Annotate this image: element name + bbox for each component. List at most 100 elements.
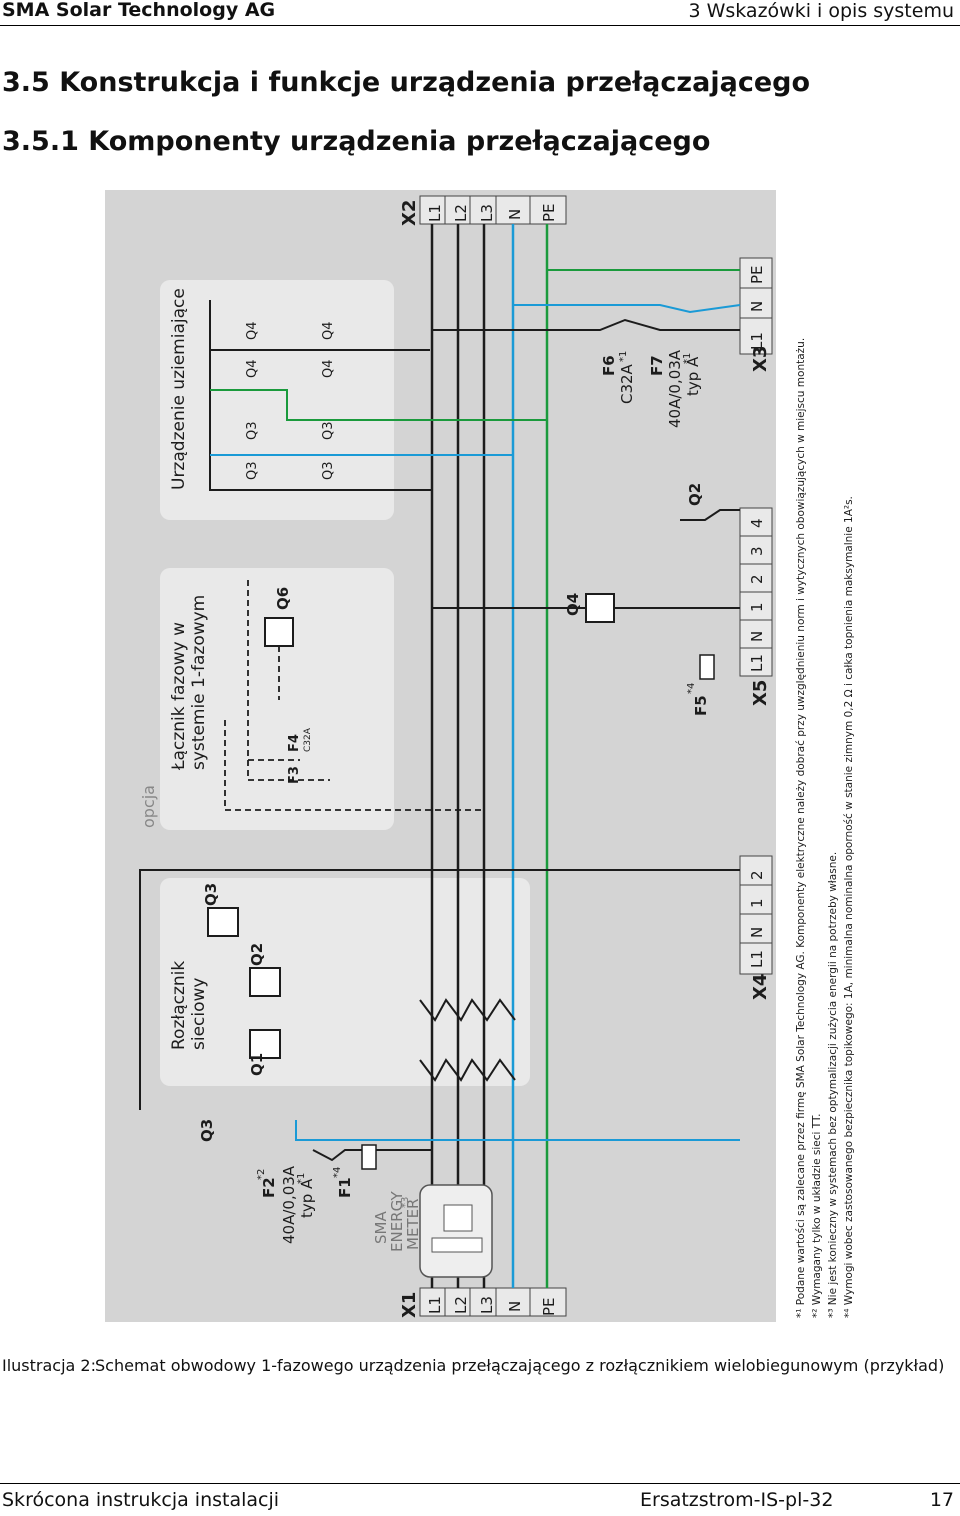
label-f2-type: typ A bbox=[298, 1178, 316, 1218]
label-q4-a: Q4 bbox=[245, 359, 260, 378]
label-x2-l1: L1 bbox=[426, 204, 444, 222]
label-grounding-box: Urządzenie uziemiające bbox=[169, 288, 189, 490]
terminal-block-x1 bbox=[419, 1287, 567, 1317]
header-rule bbox=[0, 25, 960, 26]
terminal-block-x4 bbox=[739, 855, 773, 975]
label-f2-rating: 40A/0,03A bbox=[280, 1165, 298, 1244]
label-x5-4: 4 bbox=[748, 518, 766, 528]
energy-meter bbox=[419, 1184, 493, 1278]
label-x4-n: N bbox=[748, 927, 766, 938]
label-x2-l2: L2 bbox=[452, 204, 470, 222]
label-q1-coil: Q1 bbox=[248, 1053, 266, 1076]
label-f6-rating: C32A bbox=[618, 363, 636, 404]
label-f7-rating: 40A/0,03A bbox=[666, 349, 684, 428]
label-x3-n: N bbox=[748, 301, 766, 312]
phase-switch-wiring bbox=[224, 580, 484, 811]
figure-caption-text: Schemat obwodowy 1-fazowego urządzenia p… bbox=[95, 1356, 945, 1375]
label-x1-l1: L1 bbox=[426, 1296, 444, 1314]
label-f1-note: *4 bbox=[332, 1167, 343, 1178]
label-f7: F7 bbox=[648, 355, 666, 376]
q2-coil bbox=[249, 967, 281, 997]
mains-contacts bbox=[419, 998, 516, 1022]
label-x2: X2 bbox=[399, 200, 420, 226]
label-f2: F2 bbox=[260, 1177, 278, 1198]
section-subtitle: 3.5.1 Komponenty urządzenia przełączając… bbox=[2, 126, 711, 157]
label-x4-2: 2 bbox=[748, 870, 766, 880]
label-q3-a: Q3 bbox=[245, 461, 260, 480]
label-meter-note: *3 bbox=[400, 1197, 411, 1208]
label-meter-meter: METER bbox=[404, 1199, 422, 1250]
label-f4-rating: C32A bbox=[303, 727, 313, 752]
terminal-block-x2 bbox=[419, 195, 567, 225]
label-x2-pe: PE bbox=[540, 203, 558, 222]
grounding-wiring bbox=[209, 300, 547, 491]
q6-coil bbox=[264, 617, 294, 647]
mains-contacts-lower bbox=[419, 1058, 516, 1082]
label-f6: F6 bbox=[600, 355, 618, 376]
label-x4-l1: L1 bbox=[748, 950, 766, 968]
label-f7-note: *1 bbox=[682, 353, 693, 364]
label-f2-type-note: *1 bbox=[296, 1173, 307, 1184]
label-f1: F1 bbox=[336, 1177, 354, 1198]
label-phase-switch-2: systemie 1-fazowym bbox=[189, 595, 209, 770]
q1-coil bbox=[249, 1029, 281, 1059]
label-x5-2: 2 bbox=[748, 574, 766, 584]
footer-doc-id: Ersatzstrom-IS-pl-32 bbox=[640, 1489, 834, 1511]
label-f4: F4 bbox=[287, 734, 302, 752]
label-x4-1: 1 bbox=[748, 898, 766, 908]
label-x3: X3 bbox=[750, 346, 771, 372]
label-q4-d: Q4 bbox=[321, 321, 336, 340]
label-q6: Q6 bbox=[274, 587, 292, 610]
footer-doc-title: Skrócona instrukcja instalacji bbox=[2, 1489, 280, 1511]
f1-fuse bbox=[361, 1144, 377, 1170]
footnote-3: *³ Nie jest konieczny w systemach bez op… bbox=[827, 852, 839, 1318]
f6-branch bbox=[432, 318, 740, 331]
phase-switch-box bbox=[160, 568, 394, 830]
header-chapter: 3 Wskazówki i opis systemu bbox=[688, 0, 954, 22]
label-f5-note: *4 bbox=[686, 683, 697, 694]
label-q4-coil: Q4 bbox=[564, 593, 582, 616]
footer-rule bbox=[0, 1483, 960, 1484]
label-x3-l1: L1 bbox=[748, 332, 766, 350]
page-number: 17 bbox=[929, 1489, 954, 1511]
label-x5-3: 3 bbox=[748, 546, 766, 556]
label-f5: F5 bbox=[692, 695, 710, 716]
label-q3-b: Q3 bbox=[245, 421, 260, 440]
x4-wiring bbox=[295, 1120, 740, 1141]
q2-contact bbox=[680, 509, 740, 521]
label-x5-1: 1 bbox=[748, 602, 766, 612]
label-mains-1: Rozłącznik bbox=[169, 961, 189, 1050]
label-q3-coil: Q3 bbox=[202, 883, 220, 906]
label-q4-c: Q4 bbox=[321, 359, 336, 378]
label-x1-l2: L2 bbox=[452, 1296, 470, 1314]
terminal-block-x5 bbox=[739, 507, 773, 677]
label-f6-note: *1 bbox=[618, 351, 629, 362]
f7-branch bbox=[513, 304, 741, 314]
label-x1: X1 bbox=[399, 1292, 420, 1318]
label-mains-2: sieciowy bbox=[189, 978, 209, 1050]
q4-coil bbox=[585, 593, 615, 623]
grounding-device-box bbox=[160, 280, 394, 520]
label-q3-contact: Q3 bbox=[198, 1119, 216, 1142]
label-q3-c: Q3 bbox=[321, 461, 336, 480]
f2-rcd bbox=[312, 1149, 432, 1162]
label-q2-contact: Q2 bbox=[686, 483, 704, 506]
label-meter-sma: SMA bbox=[372, 1211, 390, 1244]
label-phase-switch-1: Łącznik fazowy w bbox=[169, 622, 189, 771]
label-x1-l3: L3 bbox=[478, 1296, 496, 1314]
label-x2-l3: L3 bbox=[478, 204, 496, 222]
f5-fuse bbox=[699, 654, 715, 680]
label-x3-pe: PE bbox=[748, 265, 766, 284]
label-q4-b: Q4 bbox=[245, 321, 260, 340]
label-f7-type: typ A bbox=[684, 356, 702, 396]
label-x1-pe: PE bbox=[540, 1297, 558, 1316]
label-f3: F3 bbox=[287, 766, 302, 784]
q3-coil bbox=[207, 907, 239, 937]
section-title: 3.5 Konstrukcja i funkcje urządzenia prz… bbox=[2, 67, 811, 98]
footnote-1: *¹ Podane wartości są zalecane przez fir… bbox=[795, 338, 807, 1318]
label-x4: X4 bbox=[750, 974, 771, 1000]
label-f2-note: *2 bbox=[256, 1169, 267, 1180]
label-opcja: opcja bbox=[139, 785, 158, 828]
label-meter-energy: ENERGY bbox=[388, 1191, 406, 1252]
